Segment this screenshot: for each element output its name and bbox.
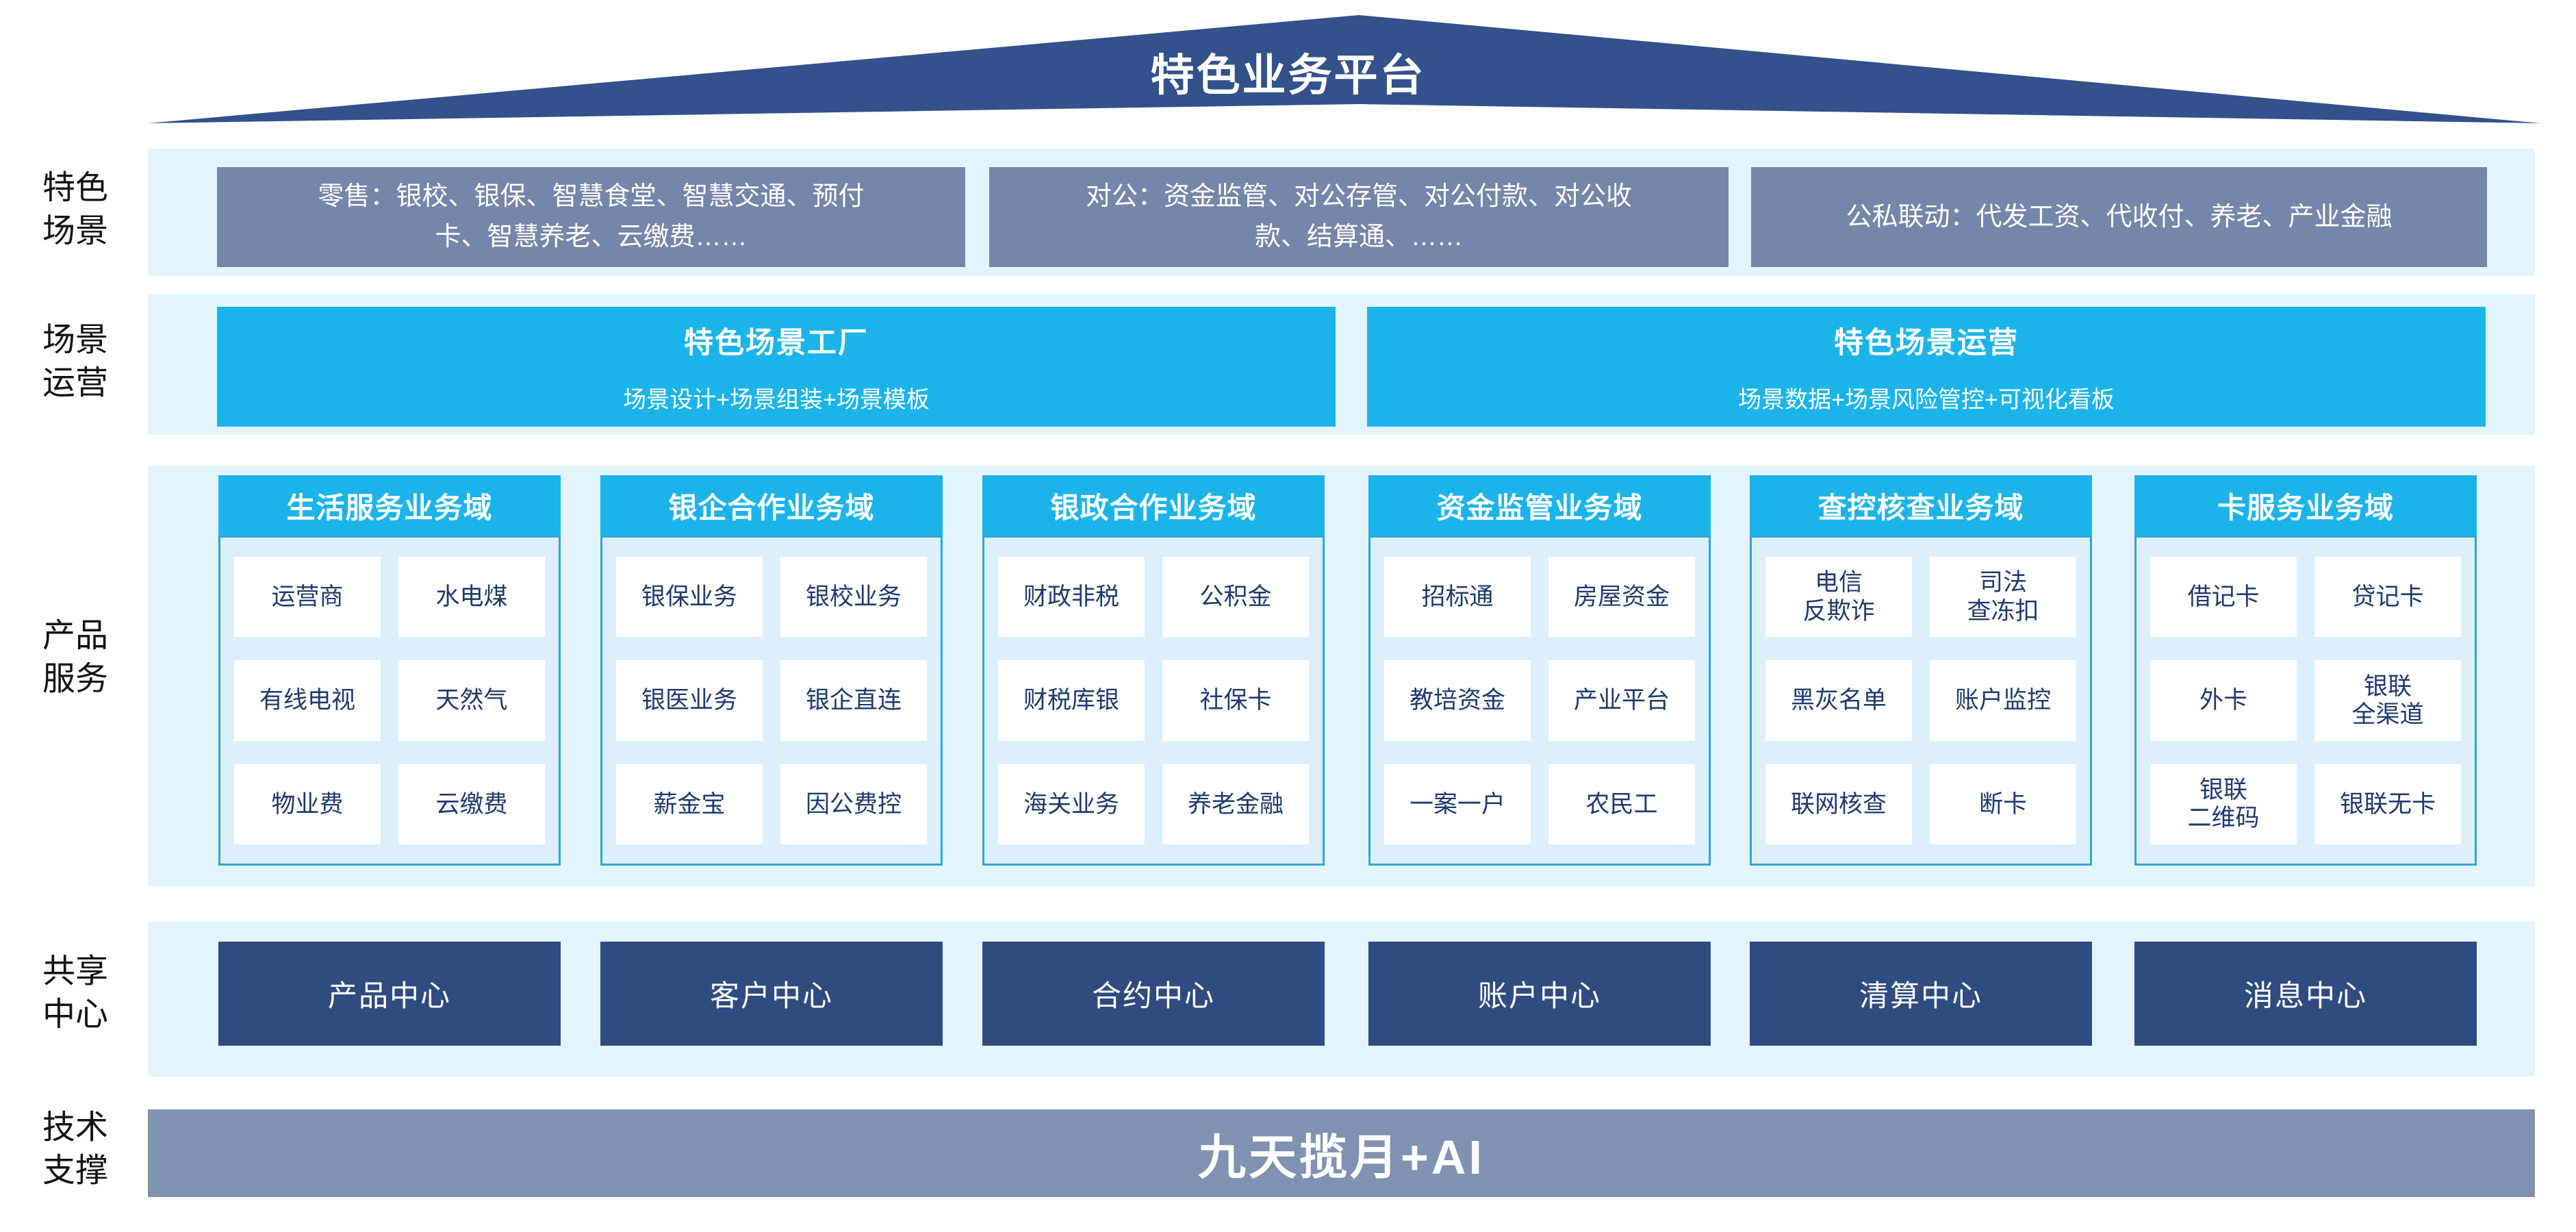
row-label-scenarios: 特色 场景 — [42, 169, 108, 249]
product-cell: 银企直连 — [780, 660, 927, 741]
product-cell: 银联 二维码 — [2150, 764, 2297, 844]
operation-box-scene-operation: 特色场景运营 场景数据+场景风险管控+可视化看板 — [1367, 307, 2486, 427]
product-cell: 运营商 — [234, 557, 381, 638]
product-cell: 海关业务 — [998, 764, 1145, 844]
product-cell: 电信 反欺诈 — [1765, 557, 1912, 638]
product-cell: 水电煤 — [398, 557, 545, 638]
product-cell: 外卡 — [2150, 660, 2297, 741]
shared-center-customer: 客户中心 — [600, 942, 943, 1046]
shared-center-message: 消息中心 — [2134, 942, 2477, 1046]
product-cell: 黑灰名单 — [1765, 660, 1912, 741]
product-cell: 断卡 — [1930, 764, 2076, 844]
product-cell: 银保业务 — [616, 557, 763, 638]
product-cell: 借记卡 — [2150, 557, 2297, 638]
shared-center-contract: 合约中心 — [982, 942, 1325, 1046]
product-cell: 银校业务 — [780, 557, 927, 638]
product-cell: 有线电视 — [234, 660, 381, 741]
product-cell: 财政非税 — [998, 557, 1145, 638]
product-cell: 教培资金 — [1384, 660, 1531, 741]
product-cell: 产业平台 — [1548, 660, 1695, 741]
shared-center-product: 产品中心 — [218, 942, 561, 1046]
product-cell: 一案一户 — [1384, 764, 1531, 844]
product-column-header: 卡服务业务域 — [2134, 475, 2477, 536]
operation-box-title: 特色场景工厂 — [684, 327, 869, 360]
product-cell: 司法 查冻扣 — [1930, 557, 2076, 638]
product-cell: 社保卡 — [1162, 660, 1309, 741]
product-cell: 物业费 — [234, 764, 381, 844]
product-column-body: 财政非税 公积金 财税库银 社保卡 海关业务 养老金融 — [982, 536, 1325, 866]
scenario-box-retail: 零售：银校、银保、智慧食堂、智慧交通、预付 卡、智慧养老、云缴费…… — [217, 167, 965, 267]
product-column-body: 运营商 水电煤 有线电视 天然气 物业费 云缴费 — [218, 536, 561, 866]
scenario-box-public-private: 公私联动：代发工资、代收付、养老、产业金融 — [1751, 167, 2487, 267]
product-cell: 银医业务 — [616, 660, 763, 741]
product-column-life-services: 生活服务业务域 运营商 水电煤 有线电视 天然气 物业费 云缴费 — [218, 475, 561, 866]
operation-box-scene-factory: 特色场景工厂 场景设计+场景组装+场景模板 — [217, 307, 1336, 427]
product-cell: 银联无卡 — [2314, 764, 2461, 844]
platform-title: 特色业务平台 — [1150, 51, 1426, 100]
product-cell: 农民工 — [1548, 764, 1695, 844]
scenario-box-corporate: 对公：资金监管、对公存管、对公付款、对公收 款、结算通、…… — [989, 167, 1729, 267]
product-column-header: 银政合作业务域 — [982, 475, 1325, 536]
product-cell: 账户监控 — [1930, 660, 2076, 741]
product-column-header: 生活服务业务域 — [218, 475, 561, 536]
shared-center-account: 账户中心 — [1368, 942, 1711, 1046]
product-column-header: 查控核查业务域 — [1750, 475, 2092, 536]
product-column-header: 银企合作业务域 — [600, 475, 943, 536]
operation-box-title: 特色场景运营 — [1834, 327, 2019, 360]
product-column-card-services: 卡服务业务域 借记卡 贷记卡 外卡 银联 全渠道 银联 二维码 银联无卡 — [2134, 475, 2477, 866]
product-column-body: 借记卡 贷记卡 外卡 银联 全渠道 银联 二维码 银联无卡 — [2134, 536, 2477, 866]
product-cell: 公积金 — [1162, 557, 1309, 638]
roof-polygon — [148, 15, 2541, 123]
product-cell: 房屋资金 — [1548, 557, 1695, 638]
product-cell: 银联 全渠道 — [2314, 660, 2461, 741]
product-cell: 薪金宝 — [616, 764, 763, 844]
product-column-inquiry-control: 查控核查业务域 电信 反欺诈 司法 查冻扣 黑灰名单 账户监控 联网核查 断卡 — [1750, 475, 2092, 866]
product-cell: 养老金融 — [1162, 764, 1309, 844]
row-label-operations: 场景 运营 — [42, 321, 108, 401]
product-cell: 天然气 — [398, 660, 545, 741]
shared-center-clearing: 清算中心 — [1750, 942, 2092, 1046]
operation-box-subtitle: 场景设计+场景组装+场景模板 — [623, 387, 930, 413]
product-column-body: 电信 反欺诈 司法 查冻扣 黑灰名单 账户监控 联网核查 断卡 — [1750, 536, 2092, 866]
product-cell: 云缴费 — [398, 764, 545, 844]
product-column-bank-government: 银政合作业务域 财政非税 公积金 财税库银 社保卡 海关业务 养老金融 — [982, 475, 1325, 866]
product-cell: 招标通 — [1384, 557, 1531, 638]
product-column-header: 资金监管业务域 — [1368, 475, 1711, 536]
product-column-fund-supervision: 资金监管业务域 招标通 房屋资金 教培资金 产业平台 一案一户 农民工 — [1368, 475, 1711, 866]
product-cell: 因公费控 — [780, 764, 927, 844]
product-cell: 财税库银 — [998, 660, 1145, 741]
row-label-products: 产品 服务 — [42, 617, 108, 697]
product-cell: 贷记卡 — [2314, 557, 2461, 638]
row-label-tech: 技术 支撑 — [42, 1109, 108, 1189]
product-cell: 联网核查 — [1765, 764, 1912, 844]
operation-box-subtitle: 场景数据+场景风险管控+可视化看板 — [1738, 387, 2115, 413]
product-column-body: 招标通 房屋资金 教培资金 产业平台 一案一户 农民工 — [1368, 536, 1711, 866]
row-label-shared: 共享 中心 — [42, 953, 108, 1033]
product-column-bank-enterprise: 银企合作业务域 银保业务 银校业务 银医业务 银企直连 薪金宝 因公费控 — [600, 475, 943, 866]
product-column-body: 银保业务 银校业务 银医业务 银企直连 薪金宝 因公费控 — [600, 536, 943, 866]
platform-roof-shape — [148, 15, 2541, 123]
tech-support-bar: 九天揽月+AI — [148, 1109, 2535, 1197]
